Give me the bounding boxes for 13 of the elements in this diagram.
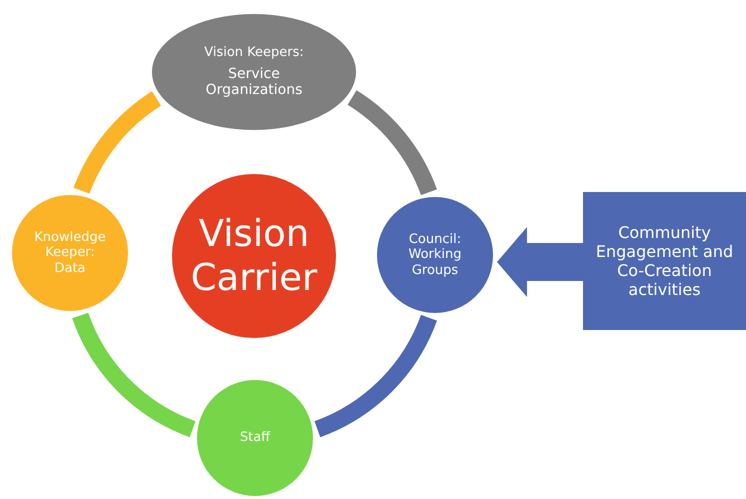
ring-arc [74, 91, 162, 194]
block-arrow [497, 227, 583, 297]
node-label: Vision Carrier [190, 212, 318, 300]
ring-arc [347, 90, 437, 196]
ring-arc [314, 314, 437, 437]
node-label: Council: Working Groups [407, 232, 463, 278]
ring-arc [72, 312, 196, 437]
node-label: Knowledge Keeper: Data [34, 230, 106, 276]
callout-box [583, 192, 746, 330]
node-label: Staff [240, 430, 270, 446]
node-label: Community Engagement and Co-Creation activities [594, 222, 734, 300]
node-heading: Vision Keepers: [204, 44, 304, 60]
node-text: Service Organizations [204, 66, 304, 100]
